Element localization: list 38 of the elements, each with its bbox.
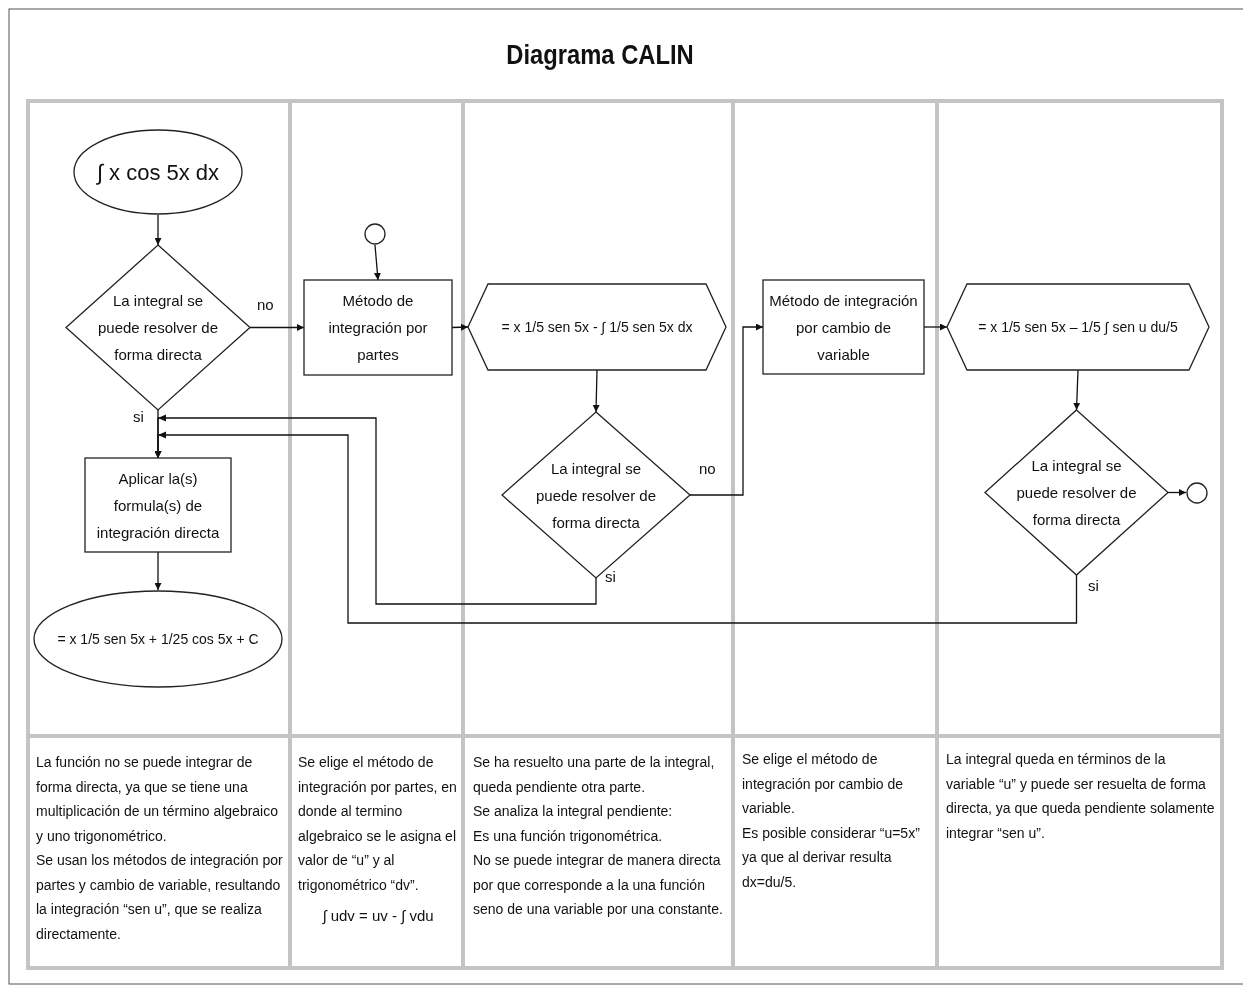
note-text: Se analiza la integral pendiente:	[473, 802, 674, 821]
connector-circle	[364, 223, 386, 245]
node-text: La integral se puede resolver de forma directa	[1015, 456, 1138, 530]
process-box	[763, 280, 924, 374]
edge-label: si	[1088, 577, 1099, 595]
edge-label: si	[133, 408, 144, 426]
node-text: La integral se puede resolver de forma directa	[96, 291, 220, 365]
node-text: = x 1/5 sen 5x + 1/25 cos 5x + C	[57, 629, 259, 649]
decision-diamond	[66, 245, 250, 410]
edge-label: no	[257, 296, 274, 314]
note-text: Se ha resuelto una parte de la integral, queda pendiente otra parte.	[473, 753, 716, 797]
preparation-hexagon	[468, 284, 726, 370]
diagram-title: Diagrama CALIN	[505, 40, 695, 71]
note-text: No se puede integrar de manera directa por que corresponde a la una función seno de una variable por una constante.	[473, 851, 724, 919]
note-text: Es posible considerar “u=5x” ya que al derivar resulta dx=du/5.	[742, 823, 921, 892]
end-ellipse	[33, 590, 283, 688]
note-text: Es una función trigonométrica.	[473, 826, 664, 846]
process-box	[85, 458, 231, 552]
node-text: ∫ x cos 5x dx	[96, 158, 220, 186]
preparation-hexagon	[947, 284, 1209, 370]
note-text: La integral queda en términos de la variable “u” y puede ser resuelta de forma directa, ya que queda pendiente solamente integrar “sen u”.	[946, 750, 1216, 843]
note-text: Se elige el método de integración por partes, en donde al termino algebraico se le asigna el valor de “u” y al trigonométrico “dv”.	[298, 753, 458, 895]
node-text: La integral se puede resolver de forma directa	[534, 458, 658, 533]
connector-circle	[1186, 481, 1208, 504]
formula-text: ∫ udv = uv - ∫ vdu	[321, 907, 435, 924]
node-text: = x 1/5 sen 5x - ∫ 1/5 sen 5x dx	[501, 317, 693, 337]
node-text: Aplicar la(s) formula(s) de integración directa	[95, 468, 221, 543]
decision-diamond	[985, 410, 1168, 575]
note-text: La función no se puede integrar de forma directa, ya que se tiene una multiplicación de un término algebraico y uno trigonométrico.	[36, 753, 280, 846]
edge-label: si	[605, 568, 616, 586]
node-text: Método de integración por partes	[327, 291, 429, 365]
start-ellipse	[73, 129, 243, 215]
note-text: Se elige el método de integración por cambio de variable.	[742, 750, 905, 818]
edge-label: no	[699, 460, 716, 478]
node-text: = x 1/5 sen 5x – 1/5 ∫ sen u du/5	[978, 317, 1178, 337]
note-text: Se usan los métodos de integración por partes y cambio de variable, resultando la integración “sen u”, que se realiza directamente.	[36, 851, 284, 944]
node-text: Método de integración por cambio de variable	[768, 290, 919, 365]
process-box	[304, 280, 452, 375]
